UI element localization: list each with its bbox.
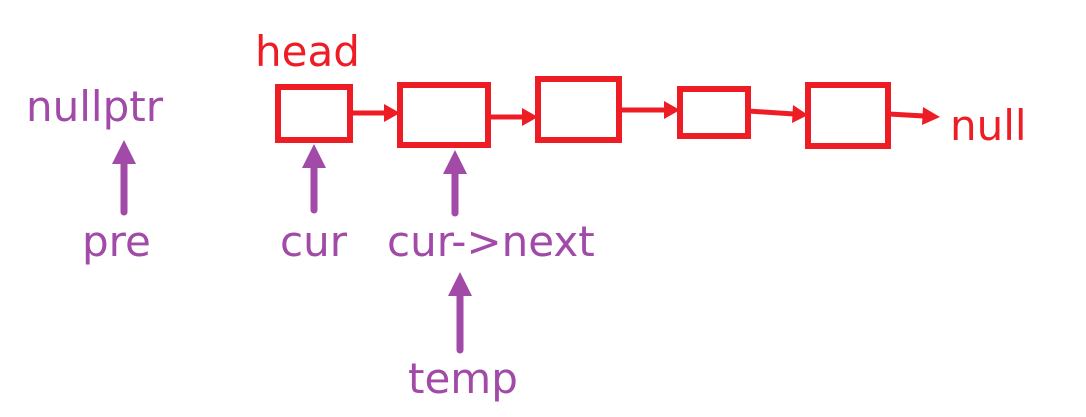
link-arrow-1-2 <box>350 104 400 122</box>
pre-label: pre <box>82 217 151 266</box>
cur-next-label: cur->next <box>387 217 595 266</box>
temp-pointer-arrow <box>448 272 472 354</box>
nullptr-label: nullptr <box>26 82 164 131</box>
list-node-3 <box>535 76 622 143</box>
link-arrow-4-5 <box>747 105 808 123</box>
link-arrow-5-null <box>887 107 940 125</box>
list-node-5 <box>805 82 891 149</box>
list-node-1 <box>275 84 353 143</box>
cur-label: cur <box>280 217 348 266</box>
link-arrow-3-4 <box>619 101 680 119</box>
cur-next-pointer-arrow <box>443 150 467 217</box>
pre-pointer-arrow <box>112 140 136 216</box>
null-label: null <box>950 101 1027 150</box>
head-label: head <box>255 27 360 76</box>
cur-pointer-arrow <box>302 144 326 214</box>
list-node-4 <box>677 86 751 139</box>
link-arrow-2-3 <box>488 108 538 126</box>
list-node-2 <box>397 82 491 148</box>
temp-label: temp <box>408 354 518 403</box>
